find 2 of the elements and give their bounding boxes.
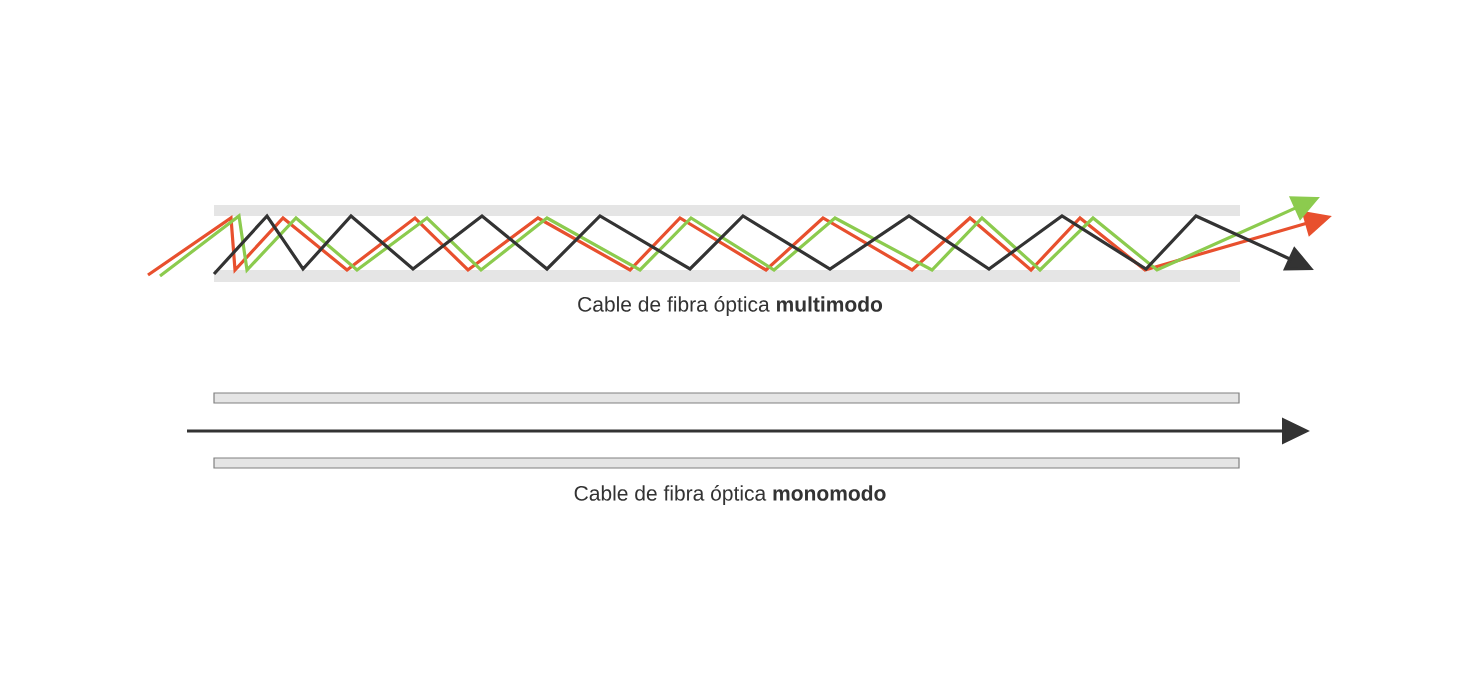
caption-text: Cable de fibra óptica multimodo — [578, 296, 883, 316]
caption-text: Cable de fibra óptica monomodo — [574, 485, 886, 505]
